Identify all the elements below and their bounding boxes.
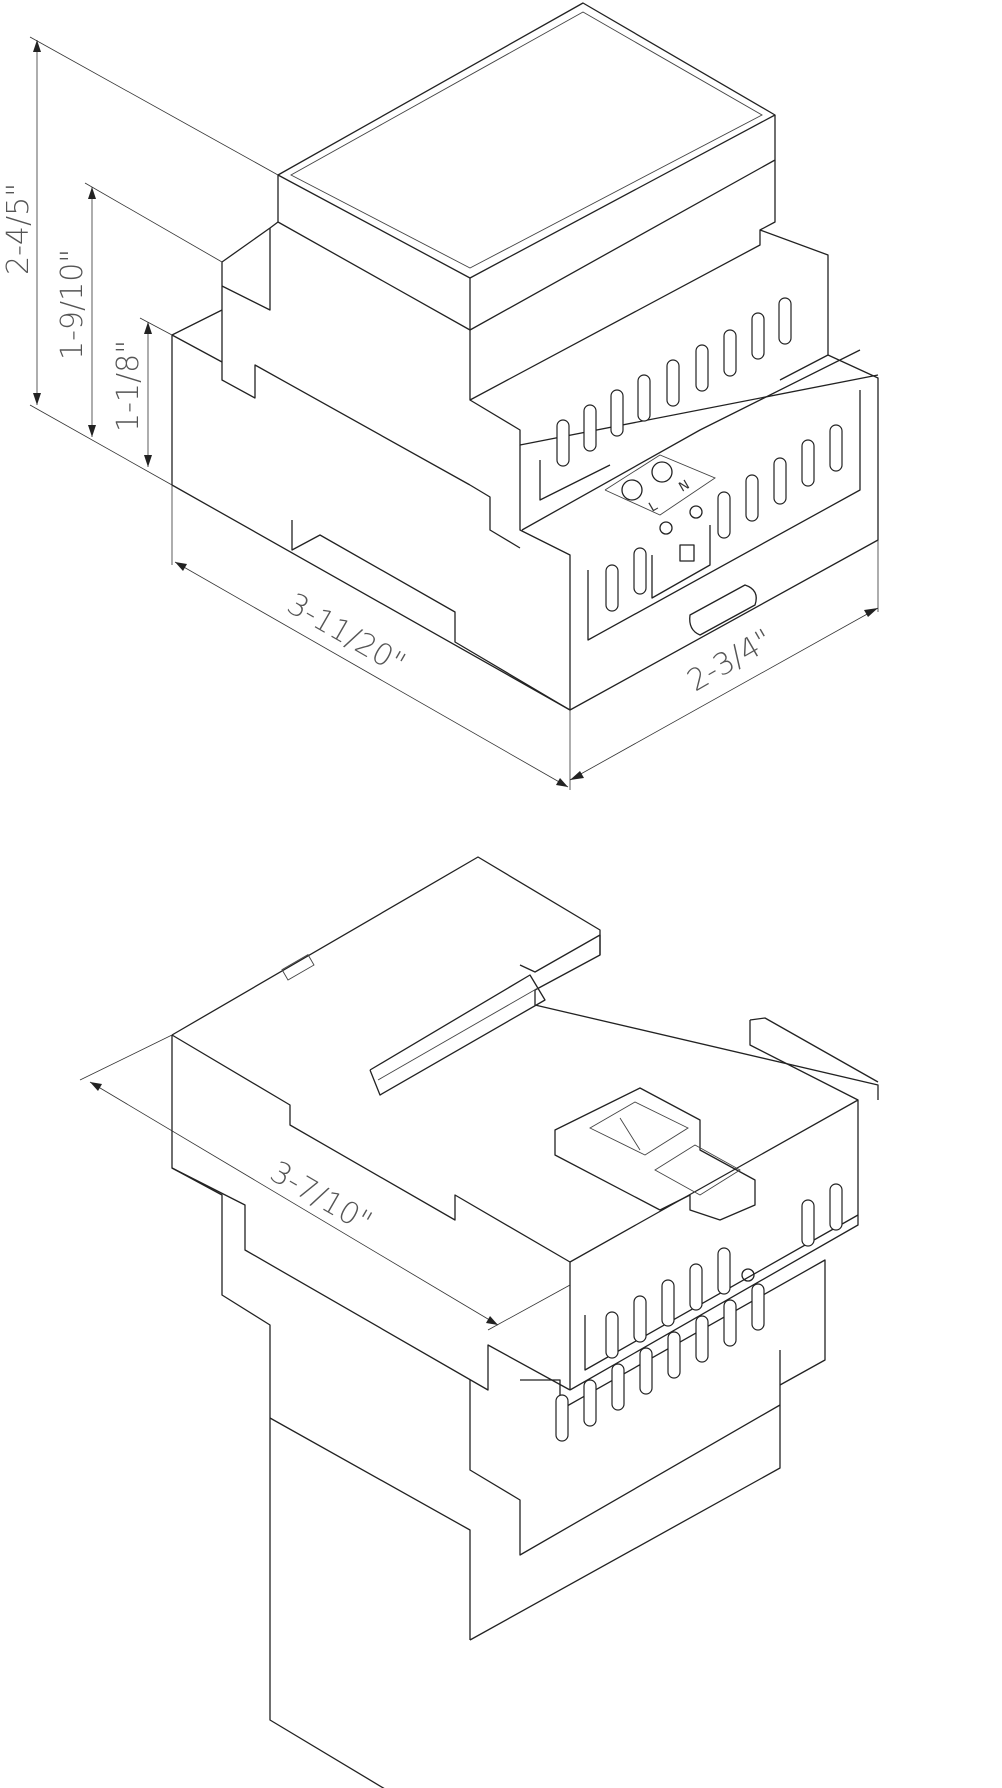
dim-middle-height: 1-9/10": [55, 249, 90, 360]
vent-slots-bottom: [555, 1183, 843, 1442]
dimension-lines: [29, 36, 879, 790]
terminal-screw-l: [621, 479, 643, 501]
vent-slots-upper: [556, 297, 792, 467]
dim-base-length: 3-7/10": [264, 1155, 378, 1241]
dimension-lines-bottom: [79, 1034, 571, 1331]
dim-overall-height: 2-4/5": [1, 183, 36, 275]
cap-top-inset: [290, 11, 763, 269]
terminal-label-n: N: [677, 478, 693, 496]
connector-housing: [554, 1087, 756, 1221]
middle-left-face: [221, 221, 471, 486]
terminal-block: L N: [604, 454, 716, 599]
dim-lower-height: 1-1/8": [111, 340, 146, 432]
vent-slots-lower: [605, 424, 843, 612]
top-view-drawing: L N: [1, 2, 879, 790]
dim-width: 2-3/4": [682, 623, 779, 699]
bottom-view-drawing: 3-7/10": [79, 856, 879, 1788]
terminal-label-l: L: [647, 498, 661, 515]
din-clip: [689, 584, 757, 636]
terminal-screw-n: [651, 461, 673, 483]
